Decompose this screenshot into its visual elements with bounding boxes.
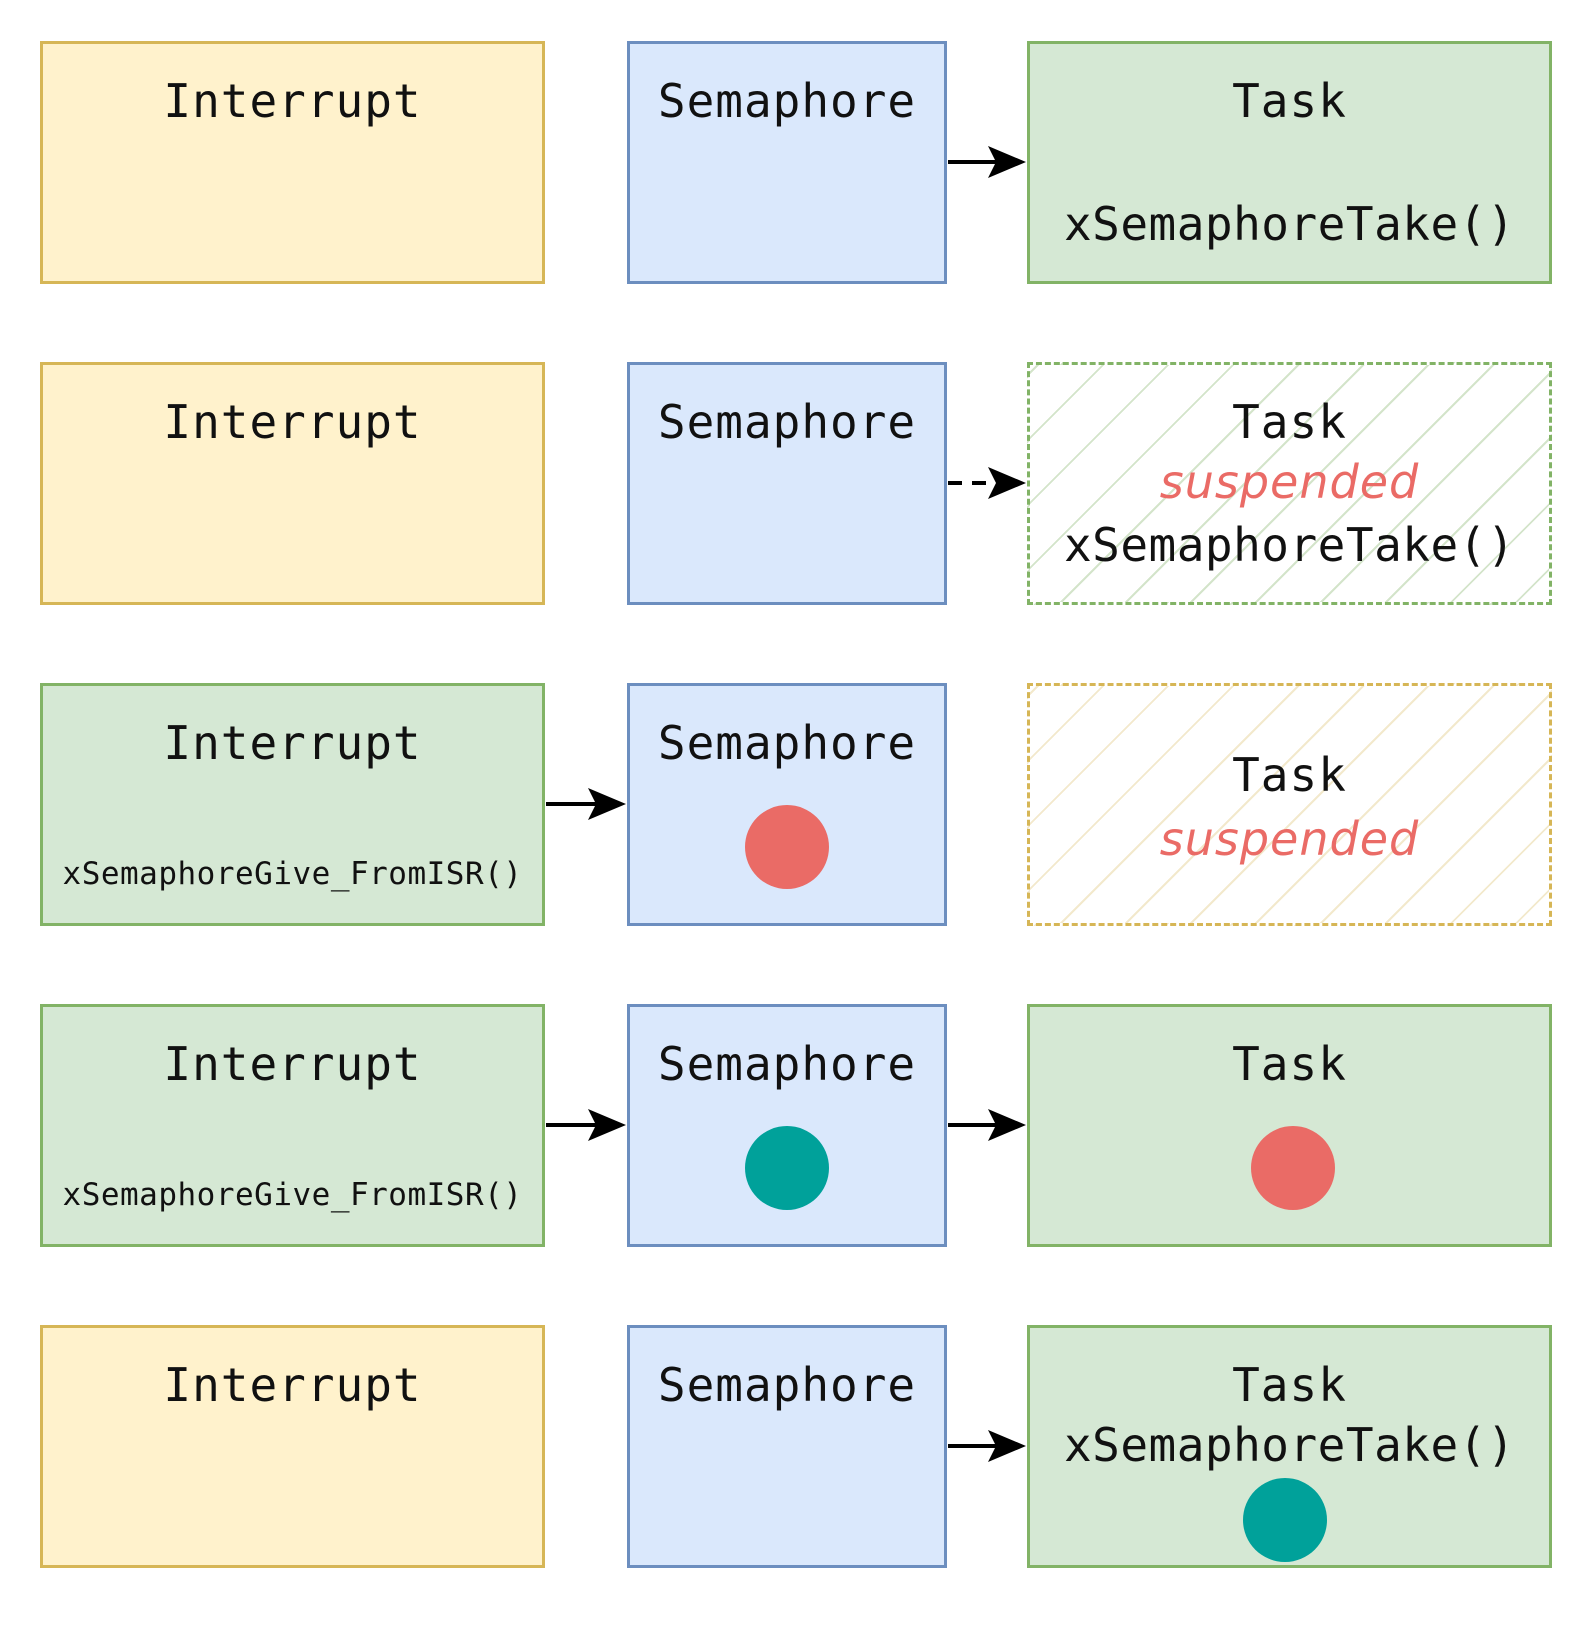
row4-interrupt-to-semaphore-arrow (546, 1109, 626, 1141)
row1-interrupt-title: Interrupt (163, 74, 422, 128)
row3-task-status: suspended (1159, 812, 1420, 866)
row2-interrupt-box: Interrupt (40, 362, 545, 605)
row5-task-teal-token (1243, 1478, 1327, 1562)
row1-interrupt-box: Interrupt (40, 41, 545, 284)
row2-task-box-suspended: Task suspended xSemaphoreTake() (1027, 362, 1552, 605)
row5-interrupt-title: Interrupt (163, 1358, 422, 1412)
row5-semaphore-to-task-arrow (948, 1430, 1026, 1462)
row4-interrupt-box: Interrupt xSemaphoreGive_FromISR() (40, 1004, 545, 1247)
row1-semaphore-to-task-arrow (948, 146, 1026, 178)
row5-interrupt-box: Interrupt (40, 1325, 545, 1568)
row5-task-call: xSemaphoreTake() (1063, 1418, 1516, 1472)
row1-task-call: xSemaphoreTake() (1063, 197, 1516, 251)
row4-task-title: Task (1232, 1037, 1347, 1091)
row1-semaphore-title: Semaphore (657, 74, 917, 128)
row3-semaphore-red-token (745, 805, 829, 889)
row2-semaphore-box: Semaphore (627, 362, 947, 605)
row4-interrupt-call: xSemaphoreGive_FromISR() (62, 1177, 523, 1213)
row4-semaphore-to-task-arrow (948, 1109, 1026, 1141)
row4-task-box: Task (1027, 1004, 1552, 1247)
row5-semaphore-box: Semaphore (627, 1325, 947, 1568)
row3-semaphore-title: Semaphore (657, 716, 917, 770)
row1-semaphore-box: Semaphore (627, 41, 947, 284)
row2-semaphore-to-task-dashed-arrow (948, 467, 1026, 499)
row5-task-box: Task xSemaphoreTake() (1027, 1325, 1552, 1568)
row3-semaphore-box: Semaphore (627, 683, 947, 926)
row2-task-status: suspended (1159, 455, 1420, 509)
row3-task-title: Task (1232, 748, 1347, 802)
row4-semaphore-title: Semaphore (657, 1037, 917, 1091)
row3-task-box-suspended: Task suspended (1027, 683, 1552, 926)
row2-task-call: xSemaphoreTake() (1063, 518, 1516, 572)
row4-semaphore-box: Semaphore (627, 1004, 947, 1247)
row5-task-title: Task (1232, 1358, 1347, 1412)
row3-interrupt-box: Interrupt xSemaphoreGive_FromISR() (40, 683, 545, 926)
row3-interrupt-to-semaphore-arrow (546, 788, 626, 820)
row2-task-title: Task (1232, 395, 1347, 449)
row1-task-title: Task (1232, 74, 1347, 128)
row2-semaphore-title: Semaphore (657, 395, 917, 449)
row2-interrupt-title: Interrupt (163, 395, 422, 449)
row1-task-box: Task xSemaphoreTake() (1027, 41, 1552, 284)
row3-interrupt-call: xSemaphoreGive_FromISR() (62, 856, 523, 892)
row4-semaphore-teal-token (745, 1126, 829, 1210)
row4-task-red-token (1251, 1126, 1335, 1210)
row3-interrupt-title: Interrupt (163, 716, 422, 770)
row4-interrupt-title: Interrupt (163, 1037, 422, 1091)
row5-semaphore-title: Semaphore (657, 1358, 917, 1412)
